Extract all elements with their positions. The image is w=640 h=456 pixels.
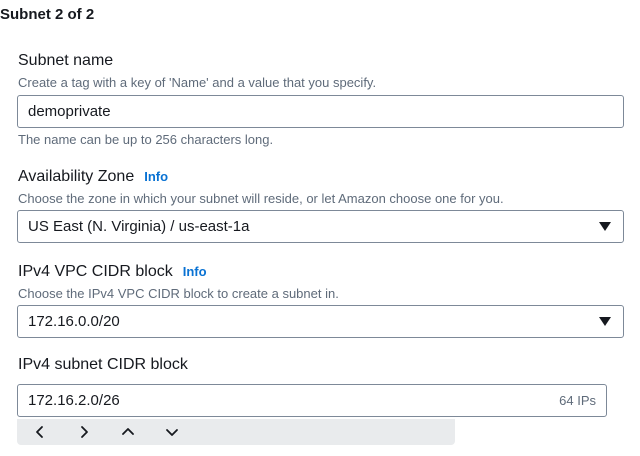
vpc-cidr-selected: 172.16.0.0/20	[28, 313, 120, 330]
availability-zone-info-link[interactable]: Info	[144, 169, 169, 184]
chevron-down-icon[interactable]	[161, 421, 183, 443]
chevron-left-icon[interactable]	[29, 421, 51, 443]
section-title: Subnet 2 of 2	[0, 6, 95, 23]
subnet-cidr-ip-count: 64 IPs	[559, 393, 596, 408]
availability-zone-select[interactable]: US East (N. Virginia) / us-east-1a	[17, 210, 624, 243]
subnet-name-label: Subnet name	[18, 52, 114, 69]
subnet-name-value: demoprivate	[28, 103, 111, 120]
availability-zone-label-row: Availability Zone Info	[18, 168, 168, 186]
chevron-right-icon[interactable]	[73, 421, 95, 443]
vpc-cidr-label: IPv4 VPC CIDR block	[18, 263, 173, 280]
vpc-cidr-label-row: IPv4 VPC CIDR block Info	[18, 263, 207, 281]
caret-down-icon	[599, 317, 611, 326]
subnet-name-input[interactable]: demoprivate	[17, 95, 624, 128]
subnet-name-description: Create a tag with a key of 'Name' and a …	[18, 75, 377, 90]
subnet-cidr-label: IPv4 subnet CIDR block	[18, 356, 188, 373]
vpc-cidr-description: Choose the IPv4 VPC CIDR block to create…	[18, 286, 339, 301]
caret-down-icon	[599, 222, 611, 231]
subnet-name-constraint: The name can be up to 256 characters lon…	[18, 132, 274, 147]
vpc-cidr-select[interactable]: 172.16.0.0/20	[17, 305, 624, 338]
availability-zone-label: Availability Zone	[18, 168, 135, 185]
vpc-cidr-info-link[interactable]: Info	[182, 264, 207, 279]
subnet-cidr-input[interactable]: 172.16.2.0/26 64 IPs	[17, 384, 607, 417]
availability-zone-selected: US East (N. Virginia) / us-east-1a	[28, 218, 250, 235]
cidr-stepper	[17, 419, 455, 445]
subnet-cidr-value: 172.16.2.0/26	[28, 392, 120, 409]
chevron-up-icon[interactable]	[117, 421, 139, 443]
availability-zone-description: Choose the zone in which your subnet wil…	[18, 191, 504, 206]
